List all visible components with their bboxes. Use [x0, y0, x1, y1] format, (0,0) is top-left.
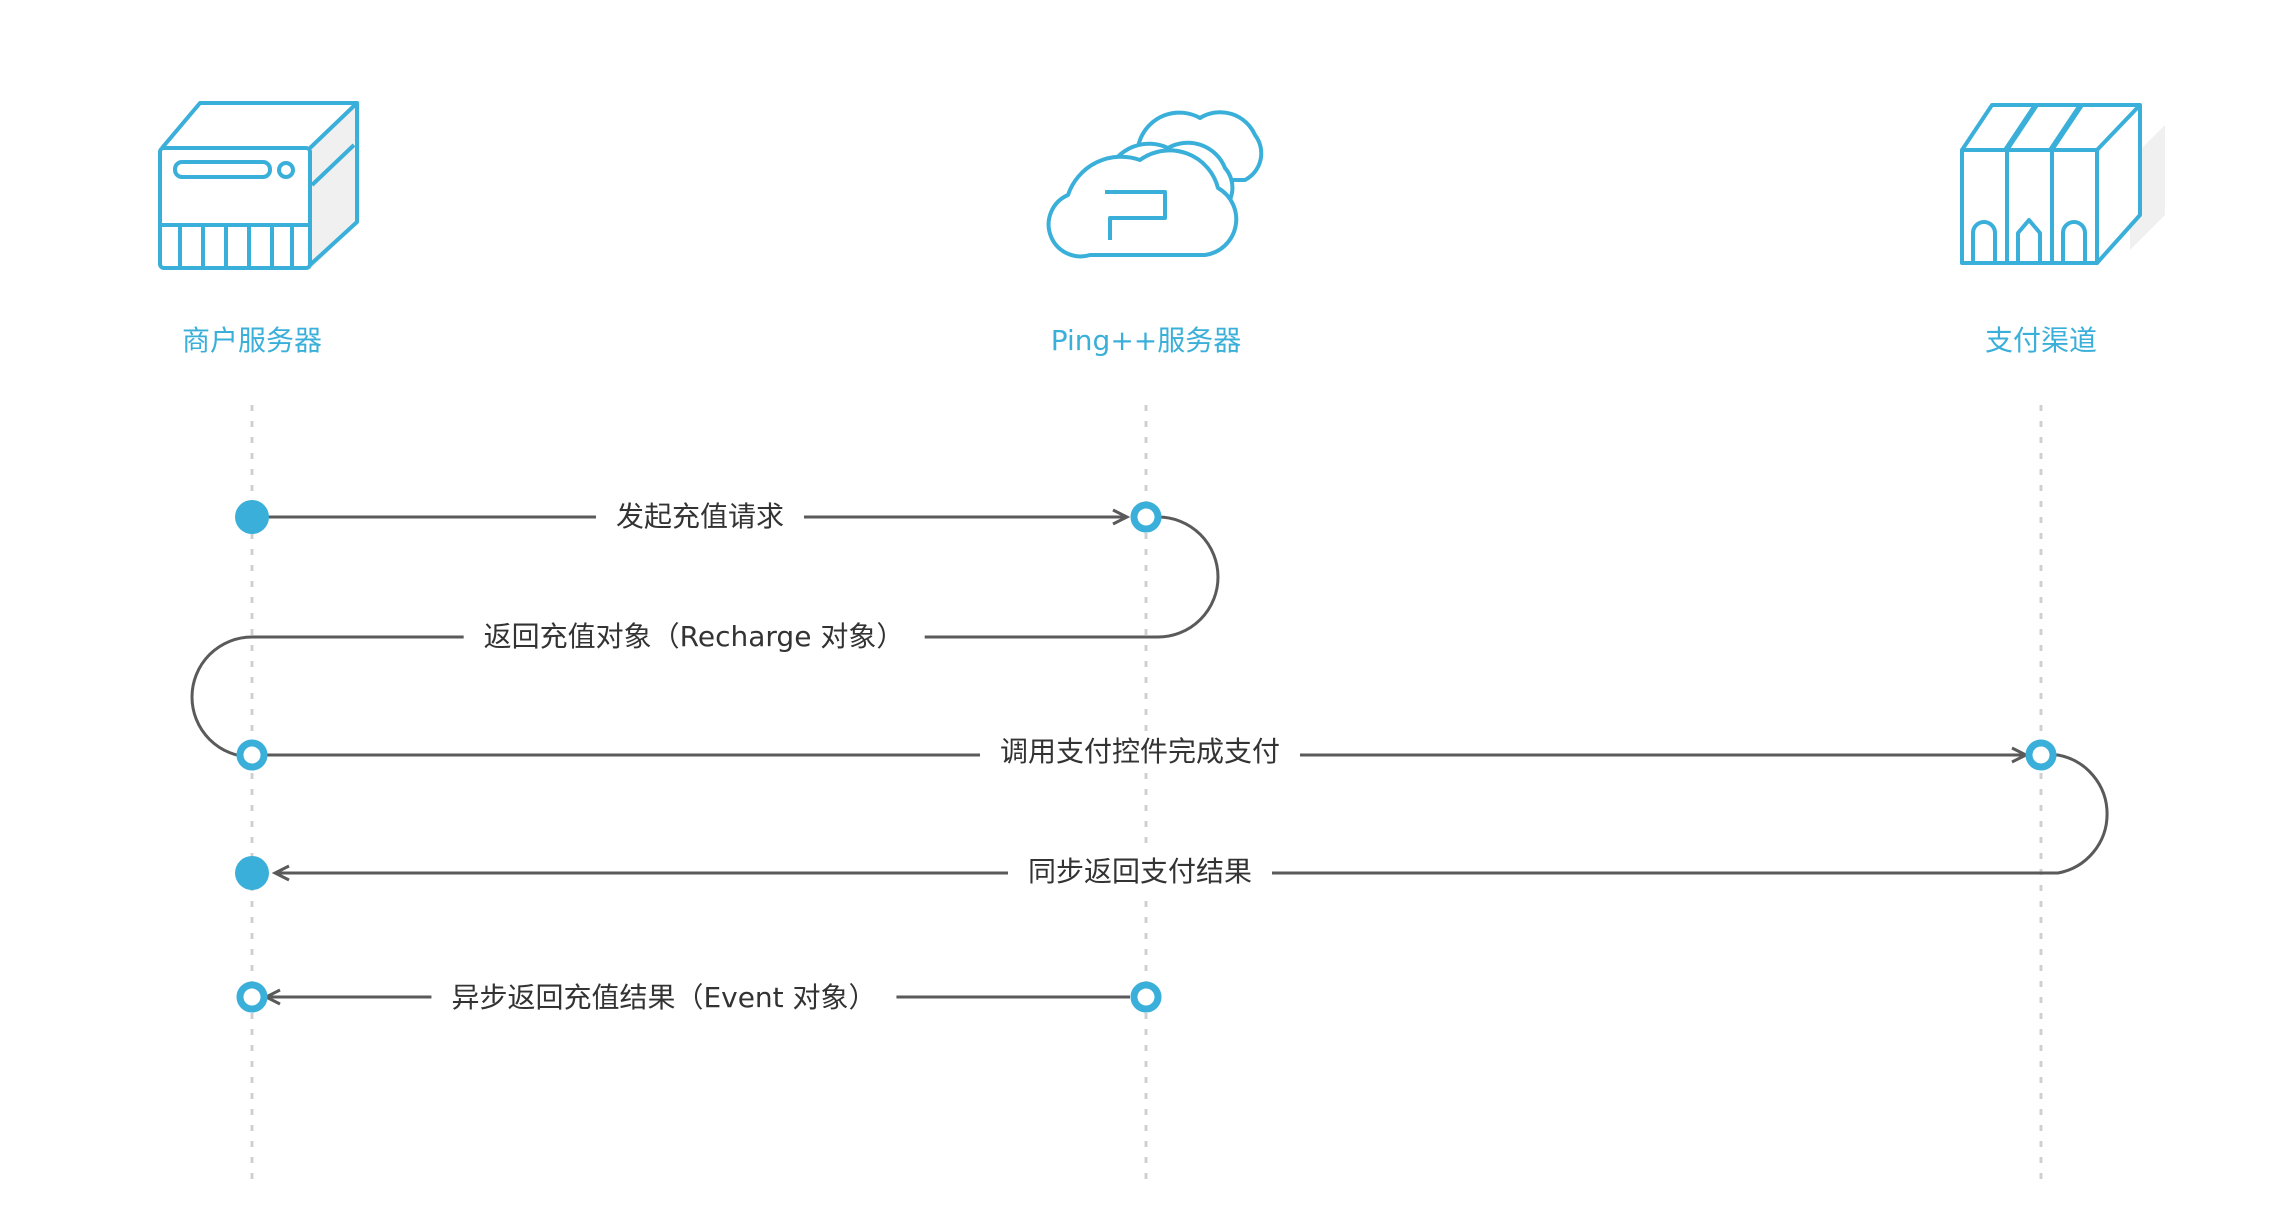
- hollow-dot-merchant-3: [236, 981, 268, 1013]
- hollow-dot-pingpp-2: [1130, 981, 1162, 1013]
- filled-dot-merchant-1: [235, 500, 269, 534]
- message-4-arrow: [275, 753, 2109, 873]
- filled-dot-merchant-2: [235, 856, 269, 890]
- lifelines: [250, 405, 2043, 1185]
- actor-label-channel: 支付渠道: [1984, 324, 2097, 357]
- cloud-icon: [1046, 110, 1264, 259]
- hollow-dot-merchant-2: [236, 739, 268, 771]
- message-3-label: 调用支付控件完成支付: [979, 732, 1301, 772]
- message-1-label: 发起充值请求: [595, 497, 805, 537]
- server-icon: [158, 100, 360, 270]
- actor-label-merchant: 商户服务器: [181, 324, 322, 357]
- hollow-dot-pingpp-1: [1130, 501, 1162, 533]
- hollow-dot-channel: [2025, 739, 2057, 771]
- message-5-label: 异步返回充值结果（Event 对象）: [431, 978, 897, 1018]
- actor-label-pingpp: Ping++服务器: [1050, 324, 1242, 357]
- message-4-label: 同步返回支付结果: [1007, 852, 1273, 892]
- payment-channel-icon: [1960, 103, 2165, 265]
- message-2-label: 返回充值对象（Recharge 对象）: [463, 617, 925, 657]
- message-2-arrow: [190, 515, 1220, 759]
